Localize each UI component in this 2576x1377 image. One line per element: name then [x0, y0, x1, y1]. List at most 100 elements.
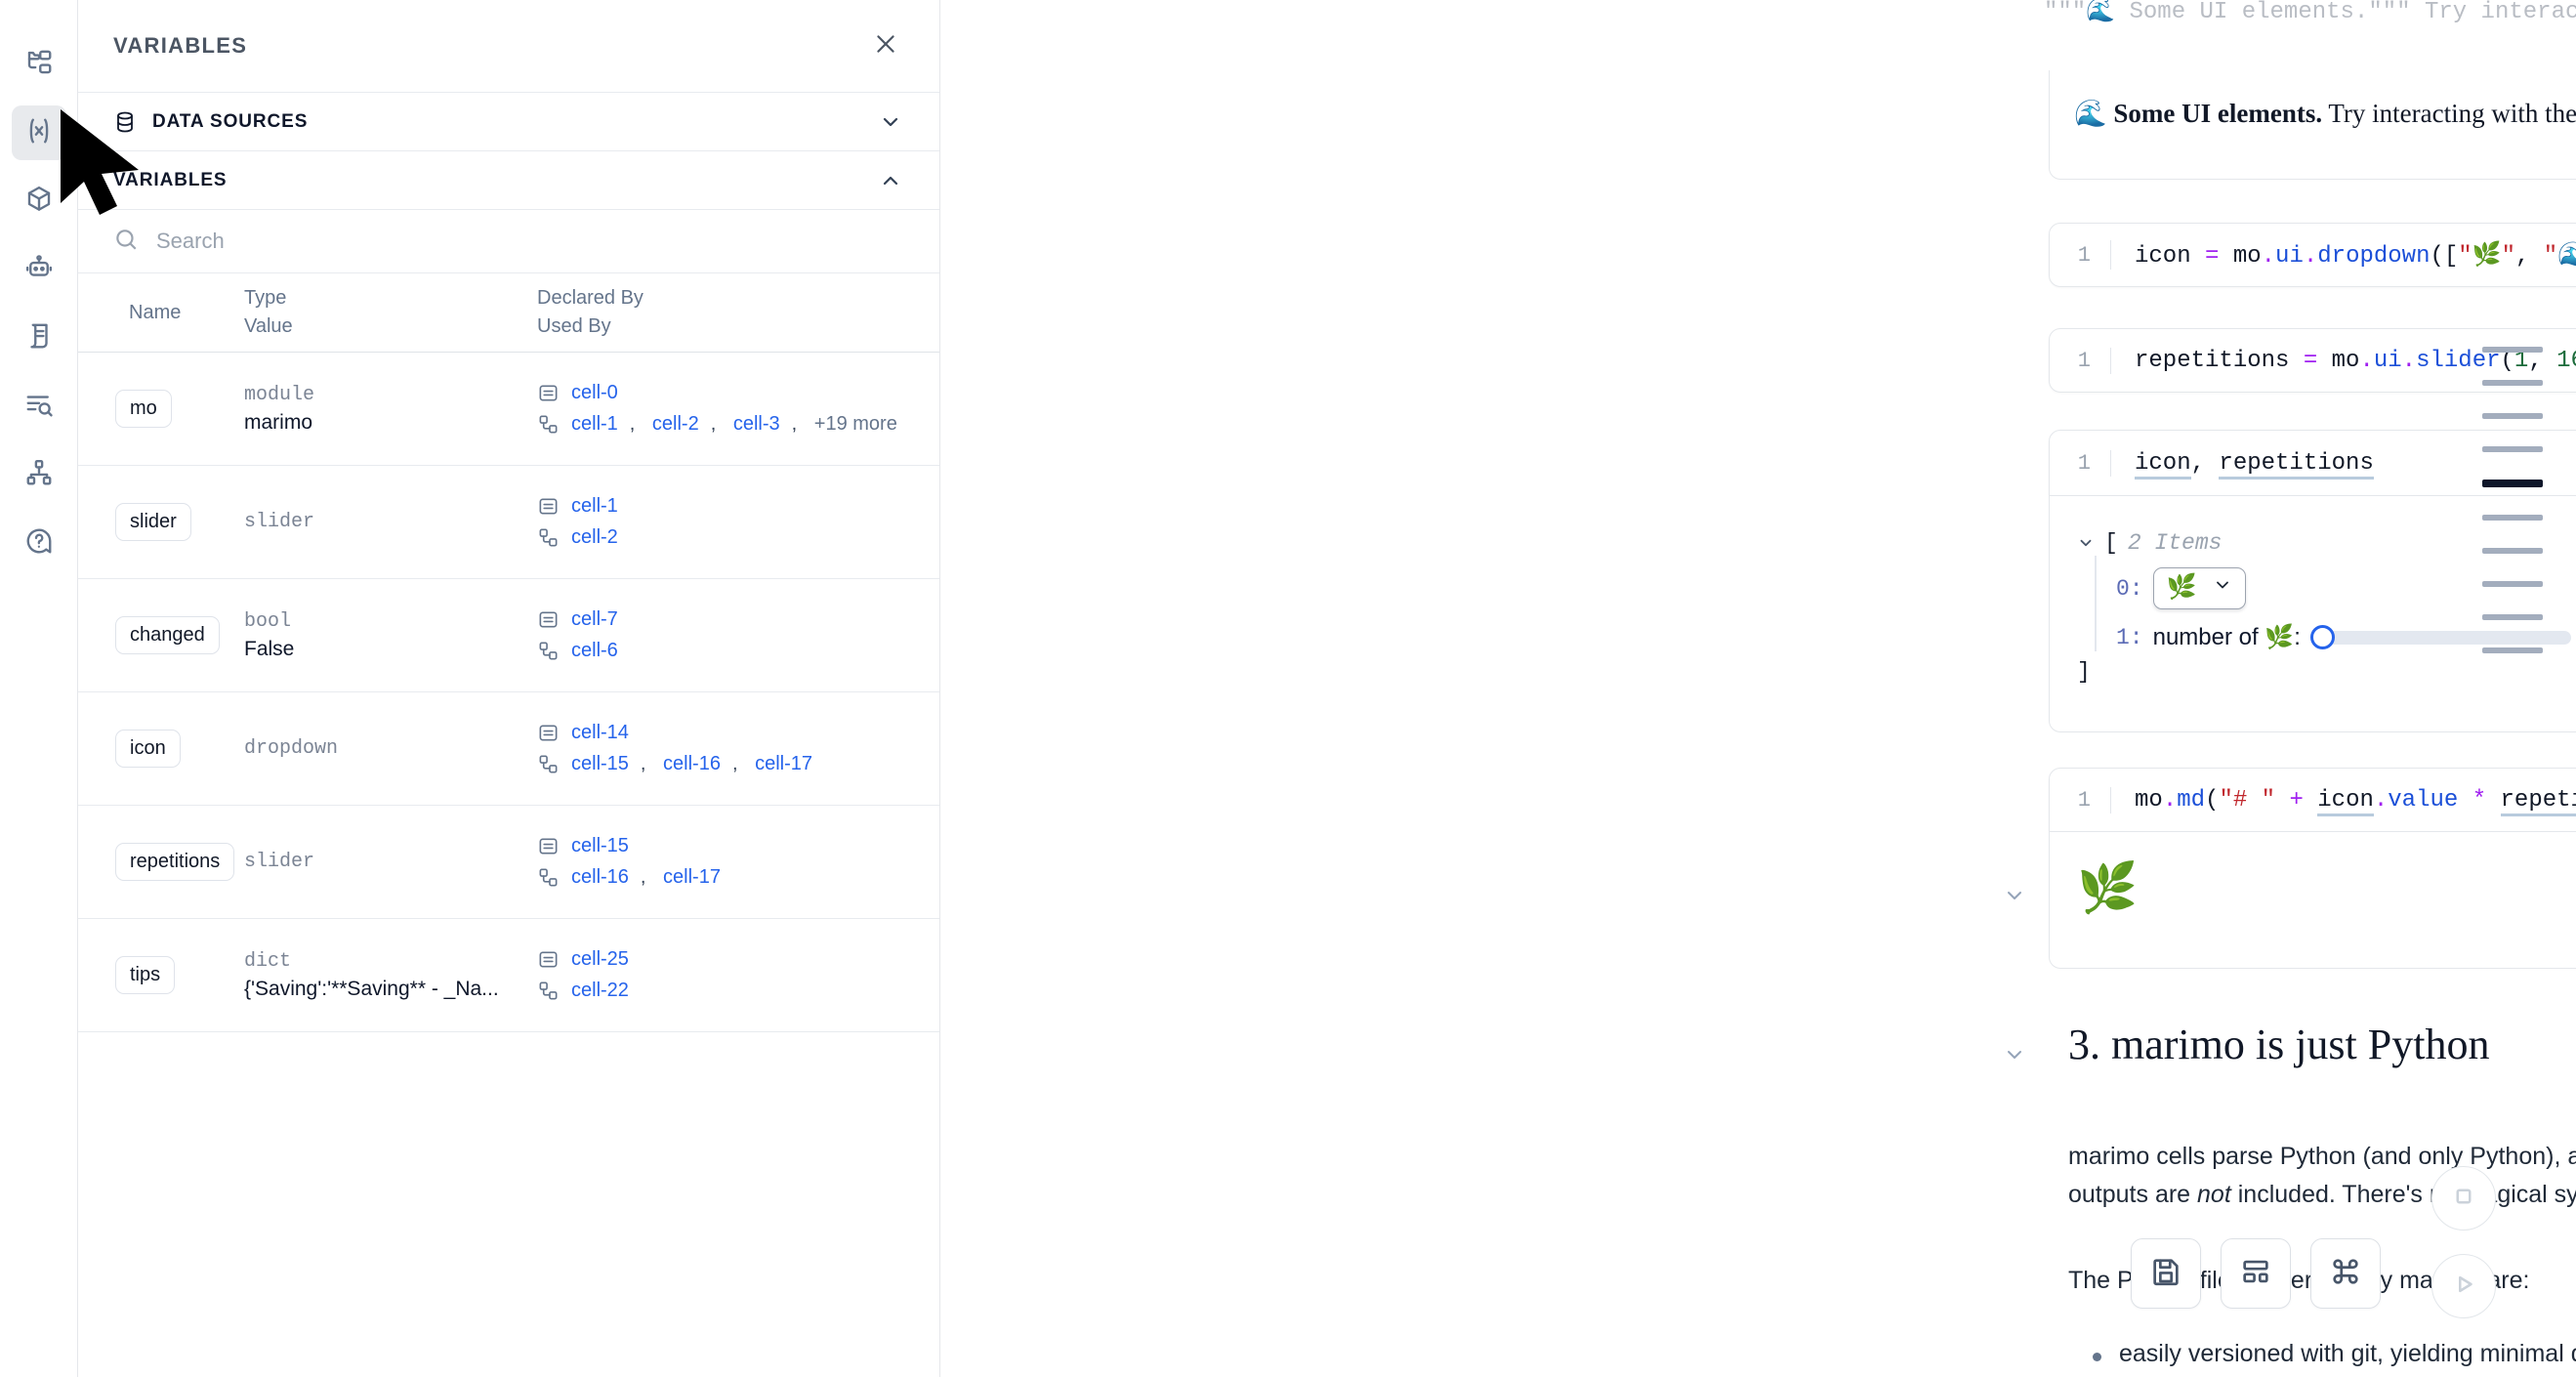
variable-name-chip[interactable]: icon: [115, 730, 181, 768]
cell-link[interactable]: cell-0: [571, 382, 618, 403]
notebook-minimap[interactable]: [2471, 347, 2555, 653]
cell-link[interactable]: cell-3: [732, 413, 780, 435]
cell-link[interactable]: cell-1: [571, 413, 618, 435]
layout-icon: [2239, 1255, 2272, 1293]
more-cells-label[interactable]: +19 more: [813, 413, 897, 435]
dropdown-widget[interactable]: 🌿: [2152, 567, 2246, 609]
variable-name-chip[interactable]: slider: [115, 503, 191, 541]
cell-link[interactable]: cell-17: [663, 866, 721, 888]
rail-item-dependency-graph[interactable]: [12, 447, 66, 502]
close-panel-button[interactable]: [869, 29, 902, 63]
code-content-dropdown[interactable]: icon = mo.ui.dropdown(["🌿", "🌊", "✨"], v…: [2110, 240, 2576, 270]
slider-handle[interactable]: [2309, 625, 2335, 649]
chevron-down-icon[interactable]: [2077, 534, 2095, 552]
panel-header: VARIABLES: [78, 0, 939, 93]
minimap-bar[interactable]: [2482, 581, 2543, 587]
declared-by-line: cell-0: [537, 382, 926, 404]
dropdown-selected-value: 🌿: [2166, 574, 2197, 603]
rail-item-packages[interactable]: [12, 174, 66, 229]
command-palette-button[interactable]: [2310, 1238, 2381, 1309]
rail-item-search[interactable]: [12, 379, 66, 434]
section-heading: 3. marimo is just Python: [2068, 1021, 2490, 1068]
cell-link[interactable]: cell-22: [571, 980, 629, 1001]
page-title: VARIABLES: [113, 33, 248, 58]
cell-link[interactable]: cell-16: [663, 753, 721, 774]
used-by-line: cell-15, cell-16, cell-17: [537, 753, 926, 775]
minimap-bar[interactable]: [2482, 413, 2543, 419]
variable-name-cell: slider: [78, 503, 244, 541]
minimap-bar[interactable]: [2482, 647, 2543, 653]
variable-value: False: [244, 637, 295, 660]
rail-item-documentation[interactable]: [12, 311, 66, 365]
rail-item-ai-assistant[interactable]: [12, 242, 66, 297]
search-icon: [24, 390, 54, 424]
cell-link[interactable]: cell-14: [571, 722, 629, 743]
command-icon: [2329, 1255, 2362, 1293]
variable-name-chip[interactable]: changed: [115, 616, 220, 654]
cell-link[interactable]: cell-15: [571, 753, 629, 774]
minimap-bar[interactable]: [2482, 380, 2543, 386]
section-variables[interactable]: VARIABLES: [78, 151, 939, 210]
slider-track[interactable]: [2326, 630, 2571, 645]
minimap-bar[interactable]: [2482, 480, 2543, 487]
cell-link[interactable]: cell-16: [571, 866, 629, 888]
cell-link[interactable]: cell-25: [571, 948, 629, 970]
variable-type-value-cell: slider: [244, 511, 537, 533]
packages-icon: [24, 185, 54, 219]
used-by-icon: [537, 640, 560, 662]
collapse-output-chevron[interactable]: [2003, 884, 2026, 907]
variable-name-chip[interactable]: tips: [115, 956, 176, 994]
tree-root-row[interactable]: [ 2 Items: [2077, 530, 2571, 556]
variable-type: bool: [244, 609, 292, 633]
code-cell-slider-definition[interactable]: 1 repetitions = mo.ui.slider(1, 16, labe…: [2049, 328, 2576, 393]
cell-link[interactable]: cell-1: [571, 495, 618, 517]
collapse-section-chevron[interactable]: [2003, 1043, 2026, 1066]
run-button[interactable]: [2431, 1254, 2496, 1318]
code-content-slider[interactable]: repetitions = mo.ui.slider(1, 16, label=…: [2110, 347, 2576, 374]
section-data-sources[interactable]: DATA SOURCES: [78, 93, 939, 151]
line-number: 1: [2077, 450, 2091, 476]
minimap-bar[interactable]: [2482, 548, 2543, 554]
variable-name-cell: icon: [78, 730, 244, 768]
minimap-bar[interactable]: [2482, 515, 2543, 521]
cell-link[interactable]: cell-15: [571, 835, 629, 856]
rail-item-file-explorer[interactable]: [12, 37, 66, 92]
stop-button[interactable]: [2431, 1166, 2496, 1231]
dependency-graph-icon: [24, 458, 54, 492]
tree-item-0: 0: 🌿: [2116, 567, 2571, 609]
minimap-bar[interactable]: [2482, 614, 2543, 620]
play-icon: [2449, 1270, 2478, 1304]
rail-item-help[interactable]: [12, 516, 66, 570]
cell-link[interactable]: cell-17: [755, 753, 813, 774]
variable-name-chip[interactable]: repetitions: [115, 843, 235, 881]
code-cell-markdown-render[interactable]: 1 mo.md("# " + icon.value * repetitions.…: [2049, 768, 2576, 832]
cell-link[interactable]: cell-6: [571, 640, 618, 661]
markdown-output-bold: Some UI elements.: [2113, 99, 2323, 128]
save-button[interactable]: [2131, 1238, 2201, 1309]
slider-widget[interactable]: [2309, 625, 2571, 649]
cell-link[interactable]: cell-2: [651, 413, 699, 435]
used-by-icon: [537, 980, 560, 1002]
search-input[interactable]: [156, 229, 904, 254]
minimap-bar[interactable]: [2482, 446, 2543, 452]
code-cell-dropdown-definition[interactable]: 1 icon = mo.ui.dropdown(["🌿", "🌊", "✨"],…: [2049, 223, 2576, 287]
variable-value: marimo: [244, 410, 313, 434]
rail-item-variables[interactable]: [11, 105, 66, 160]
variable-name-chip[interactable]: mo: [115, 390, 172, 428]
layout-button[interactable]: [2221, 1238, 2291, 1309]
left-icon-rail: [0, 0, 78, 1377]
cell-link[interactable]: cell-7: [571, 608, 618, 630]
cell-link[interactable]: cell-2: [571, 526, 618, 548]
minimap-bar[interactable]: [2482, 347, 2543, 353]
separator: ,: [640, 866, 652, 888]
code-content-markdown-render[interactable]: mo.md("# " + icon.value * repetitions.va…: [2110, 786, 2576, 816]
column-header-used-by: Used By: [537, 315, 611, 337]
code-content-display[interactable]: icon, repetitions: [2110, 449, 2374, 480]
table-row[interactable]: slider slider cell-1 cell-2: [78, 466, 939, 579]
